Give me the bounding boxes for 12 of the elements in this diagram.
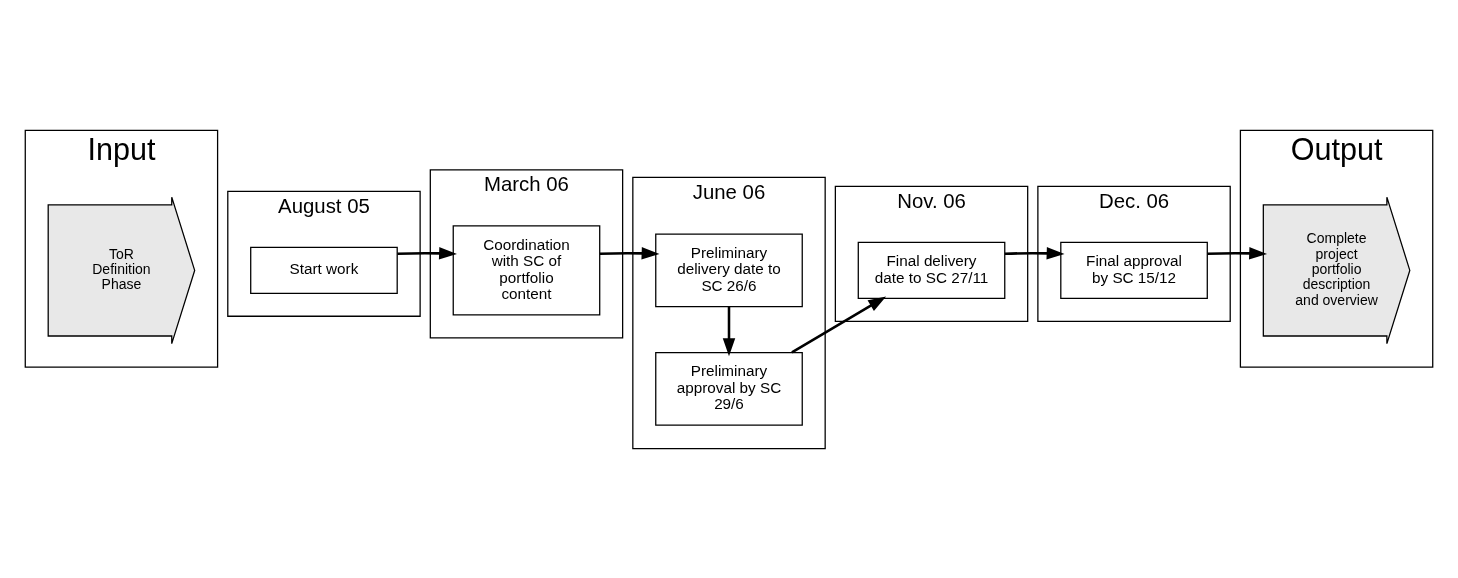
arrow — [791, 296, 887, 353]
node-box: Preliminary approval by SC 29/6 — [655, 351, 803, 426]
arrow — [1004, 246, 1065, 260]
arrow — [722, 306, 736, 356]
arrow — [397, 246, 457, 260]
node-box: Final delivery date to SC 27/11 — [857, 241, 1006, 299]
node-box: Coordination with SC of portfolio content — [452, 224, 601, 316]
arrow — [1207, 246, 1268, 260]
node-box: Preliminary delivery date to SC 26/6 — [655, 232, 803, 307]
arrow — [599, 246, 660, 260]
node-box: Start work — [250, 246, 398, 294]
node-box: Final approval by SC 15/12 — [1060, 241, 1208, 299]
